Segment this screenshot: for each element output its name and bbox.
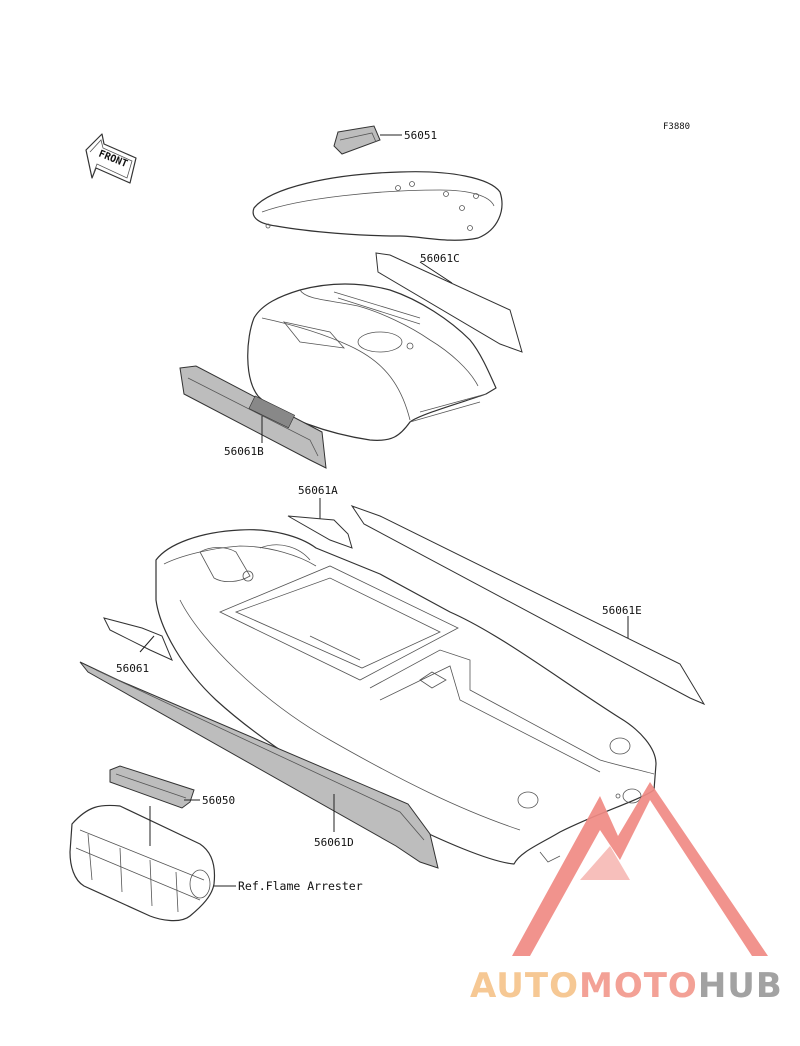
watermark-auto: AUTO — [470, 966, 579, 1006]
part-label-56061D: 56061D — [314, 836, 354, 849]
watermark-triangle-icon — [512, 782, 768, 956]
decal-56061E: 56061E — [350, 505, 706, 706]
decal-56061D: 56061D — [79, 661, 439, 869]
hull — [155, 529, 657, 865]
front-arrow-icon: FRONT — [85, 133, 137, 184]
decal-56050: 56050 — [109, 765, 235, 809]
decal-56061: 56061 — [103, 617, 173, 675]
part-label-56061A: 56061A — [298, 484, 338, 497]
decal-56051: 56051 — [333, 125, 437, 155]
part-label-56061B: 56061B — [224, 445, 264, 458]
part-label-56061C: 56061C — [420, 252, 460, 265]
seat-cover — [252, 171, 503, 241]
flame-arrester: Ref.Flame Arrester — [69, 804, 363, 922]
watermark-logo: AUTOMOTOHUB — [470, 782, 783, 1006]
flame-arrester-reference: Ref.Flame Arrester — [238, 879, 363, 893]
part-label-56050: 56050 — [202, 794, 235, 807]
seat-base — [247, 283, 497, 441]
decal-56061B: 56061B — [179, 365, 327, 469]
watermark-moto: MOTO — [579, 966, 698, 1006]
svg-text:AUTOMOTOHUB: AUTOMOTOHUB — [470, 966, 783, 1006]
decal-56061A: 56061A — [287, 484, 353, 549]
part-label-56061: 56061 — [116, 662, 149, 675]
part-label-56061E: 56061E — [602, 604, 642, 617]
decal-56061C: 56061C — [375, 252, 523, 353]
watermark-hub: HUB — [698, 966, 783, 1006]
figure-code: F3880 — [663, 122, 690, 132]
part-label-56051: 56051 — [404, 129, 437, 142]
